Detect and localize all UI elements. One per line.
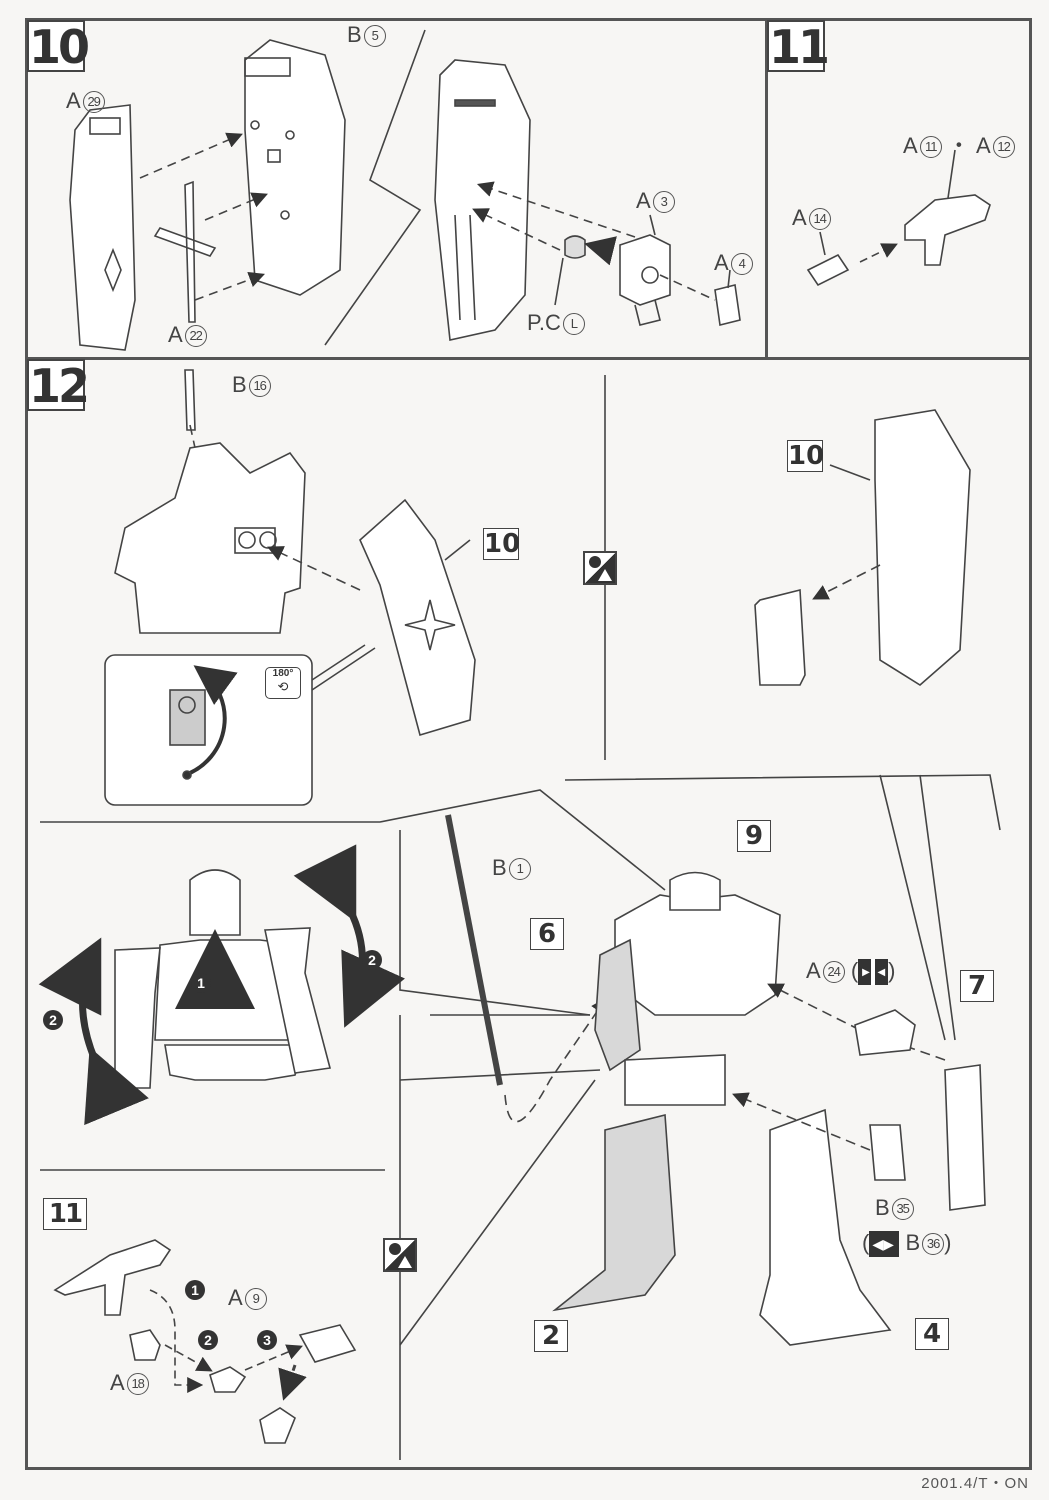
subassembly-ref-4: 4 [915, 1318, 949, 1350]
part-number-badge: 16 [248, 375, 271, 398]
subassembly-ref-2: 2 [534, 1320, 568, 1352]
step-number-10: 10 [27, 20, 90, 74]
hand-part-a9 [209, 1366, 247, 1393]
subassembly-ref-11: 11 [43, 1198, 87, 1230]
right-arm-part [944, 1064, 986, 1211]
sequence-marker-2-left: 2 [43, 1010, 63, 1030]
sequence-marker-gun-1: 1 [185, 1280, 205, 1300]
posing-figure-left-arm [114, 947, 161, 1089]
sequence-marker-2-right: 2 [362, 950, 382, 970]
torso-upper-body [114, 442, 306, 634]
antenna-b16 [184, 369, 196, 431]
shoulder-cover-a24 [854, 1009, 916, 1056]
forearm-part [298, 1324, 357, 1363]
sequence-marker-1: 1 [191, 973, 211, 993]
part-number-badge: L [562, 313, 585, 336]
part-number-badge: 35 [891, 1198, 914, 1221]
step-number-12: 12 [27, 359, 90, 413]
part-number-badge: 9 [244, 1288, 267, 1311]
part-number-badge: 22 [184, 325, 207, 348]
cross-part-a22 [153, 180, 217, 323]
joint-pin-a4 [714, 284, 741, 326]
part-number-badge: 1 [508, 858, 531, 881]
subassembly-ref-7: 7 [960, 970, 994, 1002]
shield-part-a29 [69, 104, 136, 351]
part-number-badge: 4 [730, 253, 753, 276]
grip-part-a18 [129, 1329, 161, 1361]
part-number-badge: 24 [822, 961, 845, 984]
subassembly-ref-6: 6 [530, 918, 564, 950]
circle-triangle-alternate-icon [383, 1238, 417, 1272]
part-number-badge: 18 [126, 1373, 149, 1396]
circle-triangle-alternate-icon [583, 551, 617, 585]
part-number-badge: 14 [808, 208, 831, 231]
shield-back-assembled [434, 59, 531, 341]
shield-part-b5 [244, 39, 346, 296]
step-12-panel [25, 357, 1032, 1470]
subassembly-ref-10-b: 10 [787, 440, 825, 472]
option-part-mirror-icon: ▶ ◀ [858, 959, 889, 986]
beam-gun-assembled [53, 1239, 172, 1316]
shield-mounted-leg [874, 409, 971, 686]
lower-leg-part [754, 588, 806, 686]
beam-gun-a11-a12 [904, 194, 991, 266]
joint-block-a3 [619, 234, 671, 306]
beam-saber-b1 [445, 814, 503, 1086]
poly-cap-l [564, 235, 586, 259]
inset-detail-box [104, 654, 313, 806]
rotate-180-icon: 180° ⟲ [265, 667, 301, 699]
muzzle-part-a14 [806, 253, 850, 287]
hip-armor-b35 [869, 1124, 906, 1181]
part-number-badge: 5 [363, 25, 386, 48]
option-part-swap-icon: ◀▶ [869, 1231, 900, 1258]
hand-holding-gun [259, 1407, 296, 1444]
sequence-marker-gun-3: 3 [257, 1330, 277, 1350]
part-number-badge: 29 [82, 91, 105, 114]
step-number-11: 11 [767, 20, 830, 74]
part-number-badge: 12 [992, 136, 1015, 159]
subassembly-ref-10-a: 10 [483, 528, 521, 560]
subassembly-ref-9: 9 [737, 820, 771, 852]
part-number-badge: 36 [922, 1233, 945, 1256]
shield-assembled-side [359, 498, 476, 737]
robot-left-leg [552, 1113, 676, 1312]
part-number-badge: 11 [919, 136, 942, 159]
robot-upper-torso [614, 894, 781, 1016]
sequence-marker-gun-2: 2 [198, 1330, 218, 1350]
part-number-badge: 3 [652, 191, 675, 214]
robot-waist [624, 1054, 726, 1106]
robot-right-leg [759, 1108, 892, 1346]
print-code-footer: 2001.4/T・ON [921, 1475, 1029, 1492]
